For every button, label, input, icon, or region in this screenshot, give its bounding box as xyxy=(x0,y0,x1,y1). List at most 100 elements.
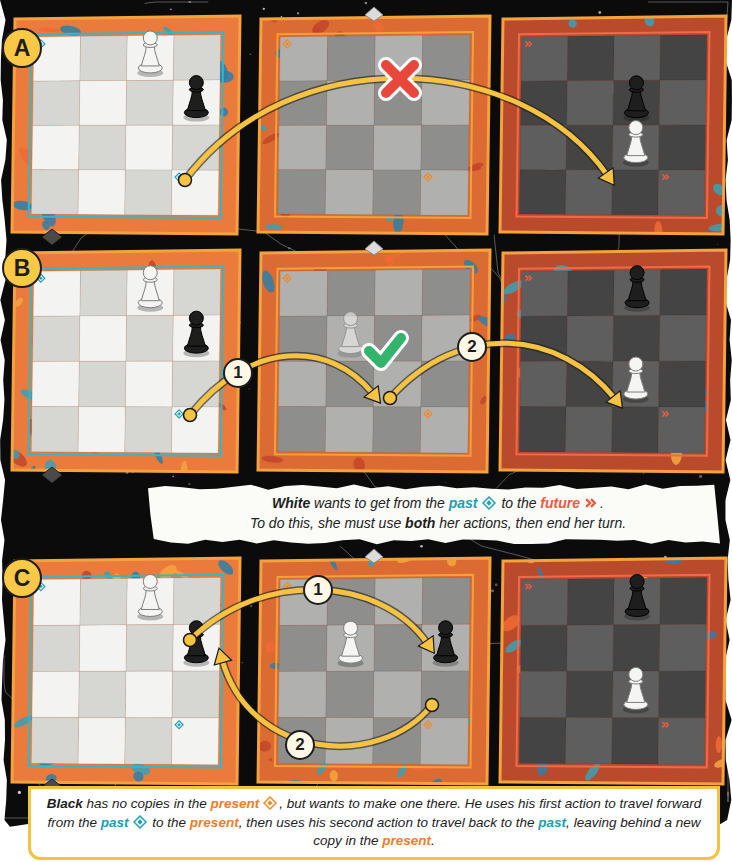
icon-diamond xyxy=(424,410,432,418)
board-square xyxy=(659,624,706,671)
board-square xyxy=(420,718,468,765)
board-square xyxy=(519,407,566,452)
speck xyxy=(288,247,290,249)
board-square xyxy=(125,671,172,718)
pawn-head xyxy=(629,76,643,90)
board-inner-line xyxy=(516,575,709,768)
move-arrow xyxy=(384,343,623,408)
icon-core xyxy=(177,723,181,727)
frame-texture xyxy=(491,264,711,465)
board-square xyxy=(658,718,705,765)
board-square xyxy=(173,35,220,80)
speck xyxy=(699,475,702,478)
square-mark xyxy=(175,721,183,729)
board-tab xyxy=(365,7,383,21)
square-mark xyxy=(662,411,668,416)
move-arrow xyxy=(184,356,381,422)
white-pawn xyxy=(623,121,649,167)
board-frame xyxy=(12,558,240,784)
board-square xyxy=(79,316,126,362)
board-square xyxy=(278,407,326,452)
arrow-shaft xyxy=(222,660,432,746)
board-inner-line xyxy=(275,32,473,218)
pawn-body xyxy=(627,91,645,111)
board-inner-line xyxy=(29,266,224,455)
splatter-ground xyxy=(0,0,732,834)
board-square xyxy=(660,35,707,80)
arrow-shaft xyxy=(390,343,615,398)
icon-diamond xyxy=(175,410,183,418)
pawn-body xyxy=(627,682,645,702)
board-square xyxy=(565,718,612,764)
torn-paper xyxy=(148,483,720,545)
board-square xyxy=(567,578,614,625)
board-inner-line xyxy=(29,32,224,218)
board-square xyxy=(280,36,328,81)
square-mark xyxy=(662,174,668,179)
square-mark xyxy=(283,274,291,282)
board-square xyxy=(278,361,326,406)
cracks xyxy=(4,2,728,818)
arrow-head xyxy=(598,168,614,185)
time-icon xyxy=(262,796,278,810)
leaf xyxy=(445,555,458,568)
board-square xyxy=(325,407,373,453)
arrow-start-dot xyxy=(426,699,439,712)
leaf xyxy=(265,224,283,231)
board-square xyxy=(658,407,705,453)
emphasis-word: present xyxy=(382,833,431,848)
square-mark xyxy=(175,410,183,418)
crack xyxy=(564,72,620,278)
future-chevron xyxy=(526,41,529,46)
caption-box: Black has no copies in the present, but … xyxy=(28,786,720,860)
board-edge xyxy=(12,558,240,784)
black-pawn xyxy=(183,76,209,122)
board-square xyxy=(172,671,219,718)
board-square xyxy=(278,671,326,717)
board-square xyxy=(567,36,614,81)
board-square xyxy=(171,718,218,765)
leaf xyxy=(261,131,281,146)
board-frame xyxy=(258,250,490,472)
square-mark xyxy=(526,41,532,46)
label-text: 1 xyxy=(313,580,322,600)
frame-texture xyxy=(249,9,484,234)
board-square xyxy=(125,361,172,407)
board-square xyxy=(126,80,173,125)
future-chevron xyxy=(662,722,665,727)
board-square xyxy=(373,125,421,170)
black-pawn xyxy=(433,621,459,667)
board-square xyxy=(521,36,568,81)
speck xyxy=(263,8,265,10)
pawn-body xyxy=(627,372,645,392)
row-letter-circle: B xyxy=(2,248,42,288)
pawn-body xyxy=(628,589,646,609)
torn-paper-shape xyxy=(148,484,720,544)
board-square xyxy=(33,625,80,671)
board-square xyxy=(327,36,375,81)
arrow-head xyxy=(606,391,622,408)
leaf xyxy=(496,667,516,682)
icon-core xyxy=(285,42,289,46)
board-square xyxy=(520,671,567,717)
pawn-head xyxy=(629,357,643,371)
leaf xyxy=(708,223,730,233)
speck xyxy=(495,583,498,586)
emphasis-word: past xyxy=(101,815,129,830)
time-board xyxy=(496,549,728,784)
step-number-circle: 1 xyxy=(223,358,253,388)
board-square xyxy=(614,35,661,80)
speck xyxy=(365,2,368,5)
board-square xyxy=(521,271,568,317)
board-square xyxy=(79,125,126,170)
leaf xyxy=(371,20,386,34)
white-pawn xyxy=(338,312,364,358)
board-square xyxy=(659,125,706,170)
board-square xyxy=(565,407,612,453)
arrow-head xyxy=(418,636,434,653)
board-square xyxy=(421,125,469,170)
row-letter-circle: C xyxy=(2,558,42,598)
pawn-body xyxy=(342,327,360,347)
board-tab xyxy=(42,229,62,245)
board-square xyxy=(373,671,421,718)
